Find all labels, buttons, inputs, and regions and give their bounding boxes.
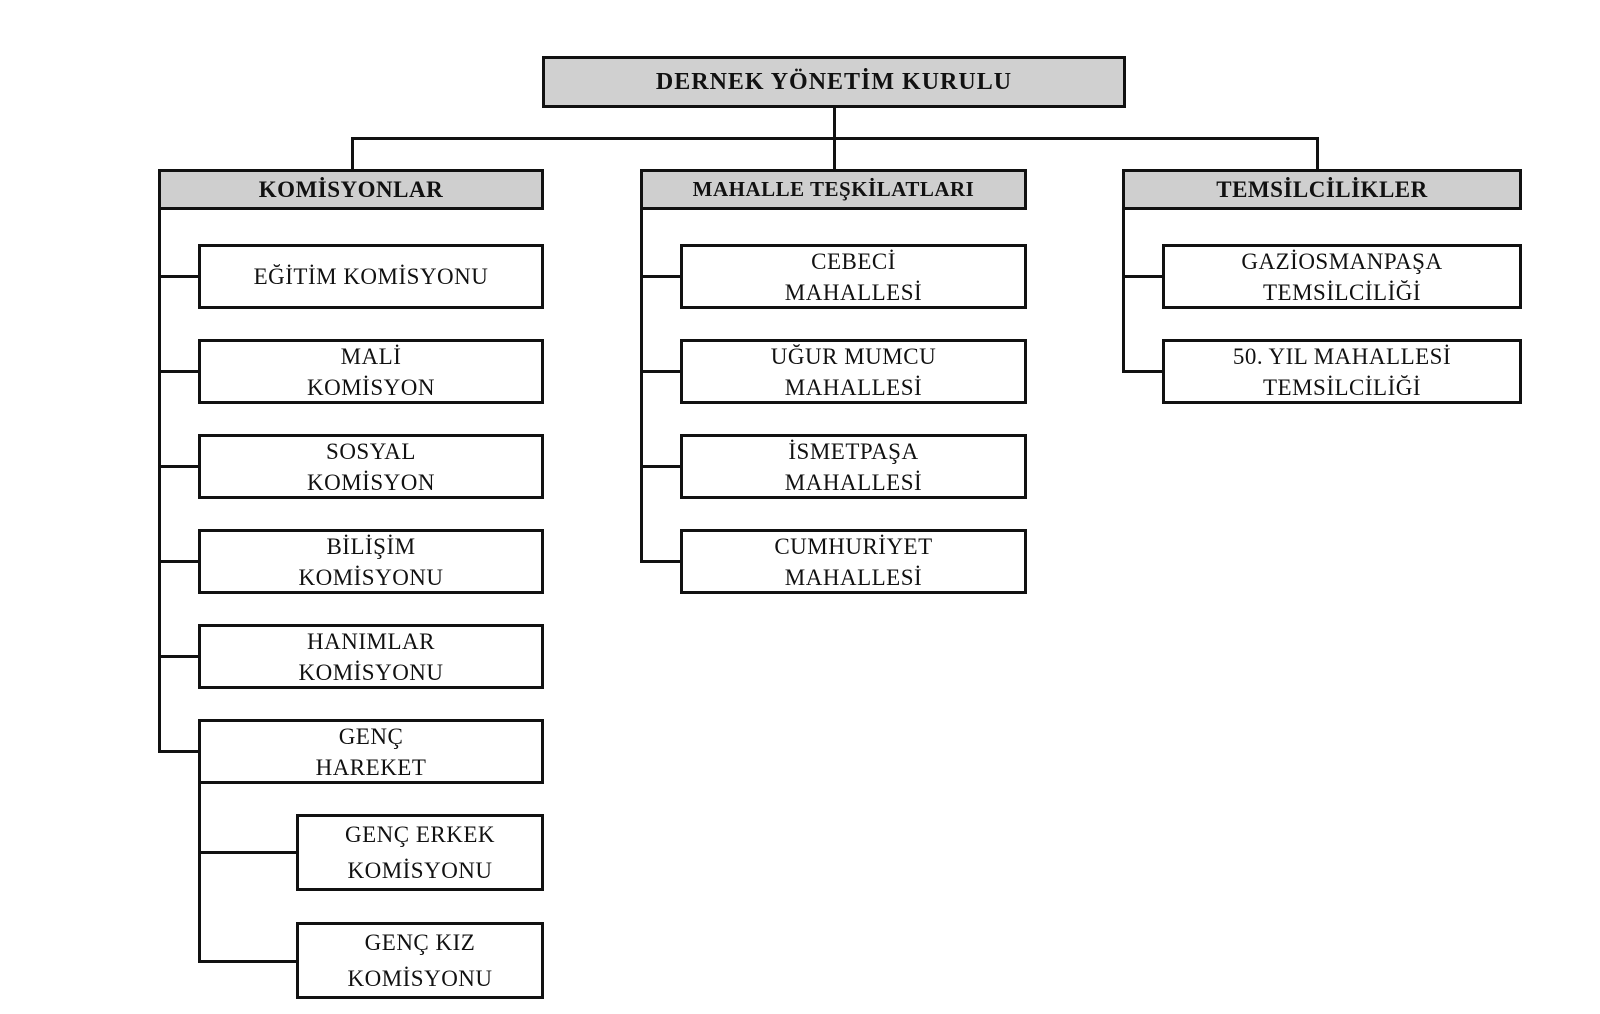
- komisyonlar-header: KOMİSYONLAR: [158, 169, 544, 210]
- gaziosmanpasa-temsilciligi-box: GAZİOSMANPAŞA TEMSİLCİLİĞİ: [1162, 244, 1522, 309]
- mahalle-teskilatlari-header: MAHALLE TEŞKİLATLARI: [640, 169, 1027, 210]
- komisyonlar-spine: [158, 208, 161, 753]
- mahalle-tick: [640, 275, 682, 278]
- hanimlar-komisyonu-line1: HANIMLAR: [307, 628, 435, 654]
- gaziosmanpasa-temsilciligi-line1: GAZİOSMANPAŞA: [1241, 248, 1443, 274]
- cebeci-mahallesi-line1: CEBECİ: [811, 248, 896, 274]
- elli-yil-mahallesi-temsilciligi-line2: TEMSİLCİLİĞİ: [1262, 374, 1422, 400]
- ismetpasa-mahallesi-line1: İSMETPAŞA: [788, 438, 919, 464]
- ismetpasa-mahallesi-box: İSMETPAŞA MAHALLESİ: [680, 434, 1027, 499]
- sosyal-komisyon-line1: SOSYAL: [326, 438, 416, 464]
- genc-hareket-tick: [198, 960, 297, 963]
- sosyal-komisyon-box: SOSYAL KOMİSYON: [198, 434, 544, 499]
- connector-root-down: [833, 108, 836, 138]
- komisyonlar-tick: [158, 560, 200, 563]
- egitim-komisyonu-box: EĞİTİM KOMİSYONU: [198, 244, 544, 309]
- genc-erkek-komisyonu-box: GENÇ ERKEK KOMİSYONU: [296, 814, 544, 891]
- cebeci-mahallesi-line2: MAHALLESİ: [784, 279, 923, 305]
- cumhuriyet-mahallesi-line2: MAHALLESİ: [784, 564, 923, 590]
- temsilcilikler-header: TEMSİLCİLİKLER: [1122, 169, 1522, 210]
- connector-to-mahalle: [833, 137, 836, 170]
- genc-kiz-komisyonu-box: GENÇ KIZ KOMİSYONU: [296, 922, 544, 999]
- mali-komisyon-line2: KOMİSYON: [307, 374, 435, 400]
- bilisim-komisyonu-line2: KOMİSYONU: [298, 564, 444, 590]
- mahalle-tick: [640, 370, 682, 373]
- root-label: DERNEK YÖNETİM KURULU: [655, 68, 1013, 95]
- mahalle-tick: [640, 465, 682, 468]
- gaziosmanpasa-temsilciligi-line2: TEMSİLCİLİĞİ: [1262, 279, 1422, 305]
- mali-komisyon-line1: MALİ: [340, 343, 402, 369]
- temsilcilikler-label: TEMSİLCİLİKLER: [1216, 177, 1428, 202]
- connector-to-komisyonlar: [351, 137, 354, 170]
- genc-hareket-spine: [198, 783, 201, 963]
- mahalle-spine: [640, 208, 643, 563]
- ugur-mumcu-mahallesi-line2: MAHALLESİ: [784, 374, 923, 400]
- ugur-mumcu-mahallesi-line1: UĞUR MUMCU: [770, 343, 937, 369]
- bilisim-komisyonu-line1: BİLİŞİM: [326, 533, 416, 559]
- cebeci-mahallesi-box: CEBECİ MAHALLESİ: [680, 244, 1027, 309]
- temsilcilikler-spine: [1122, 208, 1125, 373]
- temsilcilikler-tick: [1122, 370, 1164, 373]
- bilisim-komisyonu-box: BİLİŞİM KOMİSYONU: [198, 529, 544, 594]
- elli-yil-mahallesi-temsilciligi-line1: 50. YIL MAHALLESİ: [1232, 343, 1452, 369]
- cumhuriyet-mahallesi-line1: CUMHURİYET: [774, 533, 933, 559]
- komisyonlar-label: KOMİSYONLAR: [258, 177, 444, 202]
- ismetpasa-mahallesi-line2: MAHALLESİ: [784, 469, 923, 495]
- genc-hareket-line1: GENÇ: [338, 723, 404, 749]
- sosyal-komisyon-line2: KOMİSYON: [307, 469, 435, 495]
- cumhuriyet-mahallesi-box: CUMHURİYET MAHALLESİ: [680, 529, 1027, 594]
- genc-kiz-komisyonu-line2: KOMİSYONU: [347, 965, 493, 991]
- komisyonlar-tick: [158, 750, 200, 753]
- elli-yil-mahallesi-temsilciligi-box: 50. YIL MAHALLESİ TEMSİLCİLİĞİ: [1162, 339, 1522, 404]
- genc-kiz-komisyonu-line1: GENÇ KIZ: [364, 929, 476, 955]
- komisyonlar-tick: [158, 655, 200, 658]
- genc-erkek-komisyonu-line1: GENÇ ERKEK: [344, 821, 496, 847]
- hanimlar-komisyonu-line2: KOMİSYONU: [298, 659, 444, 685]
- connector-to-temsilcilikler: [1316, 137, 1319, 170]
- ugur-mumcu-mahallesi-box: UĞUR MUMCU MAHALLESİ: [680, 339, 1027, 404]
- hanimlar-komisyonu-box: HANIMLAR KOMİSYONU: [198, 624, 544, 689]
- egitim-komisyonu-label: EĞİTİM KOMİSYONU: [253, 264, 489, 289]
- mahalle-teskilatlari-label: MAHALLE TEŞKİLATLARI: [692, 177, 975, 201]
- mahalle-tick: [640, 560, 682, 563]
- genc-hareket-tick: [198, 851, 297, 854]
- mali-komisyon-box: MALİ KOMİSYON: [198, 339, 544, 404]
- komisyonlar-tick: [158, 275, 200, 278]
- komisyonlar-tick: [158, 370, 200, 373]
- genc-hareket-box: GENÇ HAREKET: [198, 719, 544, 784]
- root-box: DERNEK YÖNETİM KURULU: [542, 56, 1126, 108]
- genc-erkek-komisyonu-line2: KOMİSYONU: [347, 857, 493, 883]
- genc-hareket-line2: HAREKET: [315, 754, 427, 780]
- komisyonlar-tick: [158, 465, 200, 468]
- temsilcilikler-tick: [1122, 275, 1164, 278]
